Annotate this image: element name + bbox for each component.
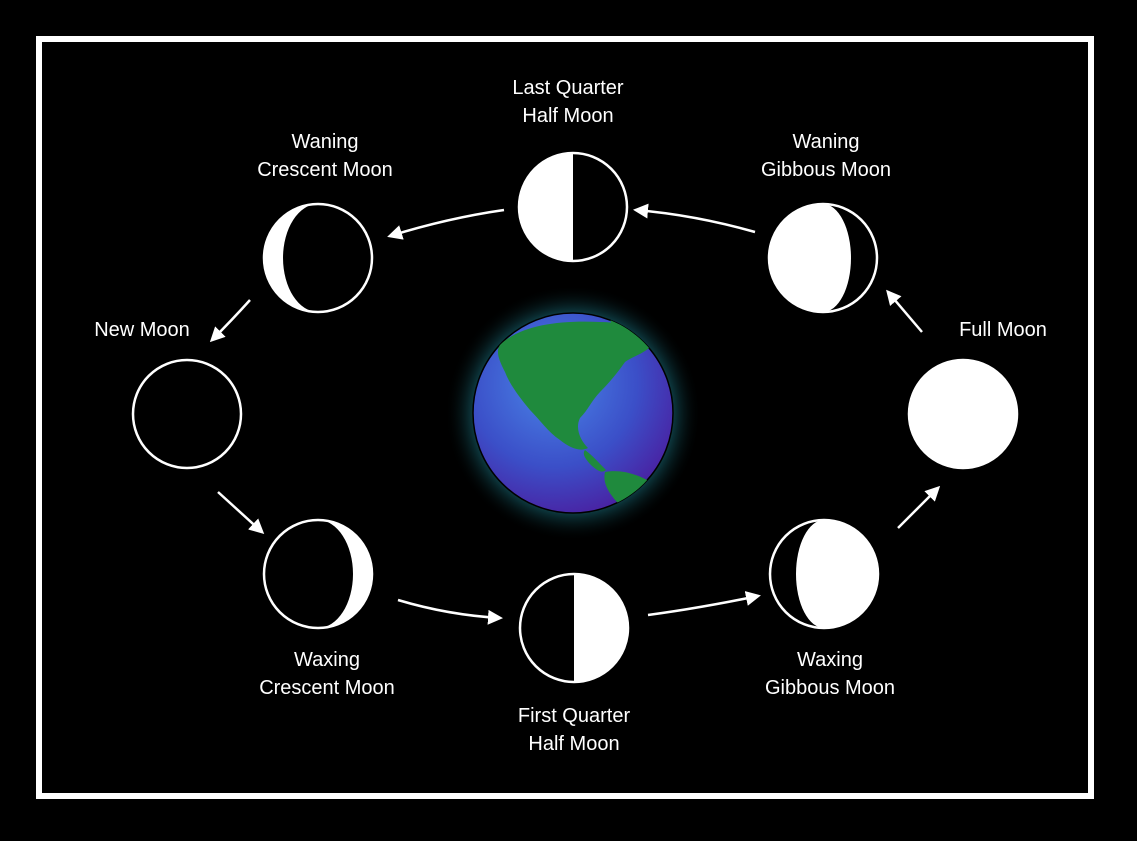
arrow-icon xyxy=(636,210,755,232)
waning-gibbous-label-line2: Gibbous Moon xyxy=(761,159,891,181)
waning-crescent-label-line2: Crescent Moon xyxy=(257,159,393,181)
first-quarter-label-line2: Half Moon xyxy=(528,733,619,755)
waning-crescent-label-line1: Waning xyxy=(291,131,358,153)
arrow-icon xyxy=(898,488,938,528)
full-moon-icon xyxy=(909,360,1017,468)
waning-crescent-moon-icon xyxy=(264,204,372,312)
arrow-icon xyxy=(218,492,262,532)
waning-gibbous-moon-icon xyxy=(769,204,877,312)
waxing-gibbous-label-line1: Waxing xyxy=(797,649,863,671)
arrow-icon xyxy=(212,300,250,340)
arrow-icon xyxy=(888,292,922,332)
waxing-crescent-label-line2: Crescent Moon xyxy=(259,677,395,699)
arrow-icon xyxy=(390,210,504,236)
full-moon-label: Full Moon xyxy=(959,319,1047,341)
arrow-icon xyxy=(398,600,500,618)
waxing-crescent-moon-icon xyxy=(264,520,372,628)
last-quarter-label-line1: Last Quarter xyxy=(512,77,624,99)
waxing-gibbous-label-line2: Gibbous Moon xyxy=(765,677,895,699)
waning-gibbous-label-line1: Waning xyxy=(792,131,859,153)
new-moon-label: New Moon xyxy=(94,319,190,341)
last-quarter-label-line2: Half Moon xyxy=(522,105,613,127)
arrow-icon xyxy=(648,596,758,615)
first-quarter-moon-icon xyxy=(520,574,628,682)
waxing-crescent-label-line1: Waxing xyxy=(294,649,360,671)
new-moon-icon xyxy=(133,360,241,468)
first-quarter-label-line1: First Quarter xyxy=(518,705,631,727)
last-quarter-moon-icon xyxy=(519,153,627,261)
waxing-gibbous-moon-icon xyxy=(770,520,878,628)
earth-globe-icon xyxy=(445,285,701,541)
